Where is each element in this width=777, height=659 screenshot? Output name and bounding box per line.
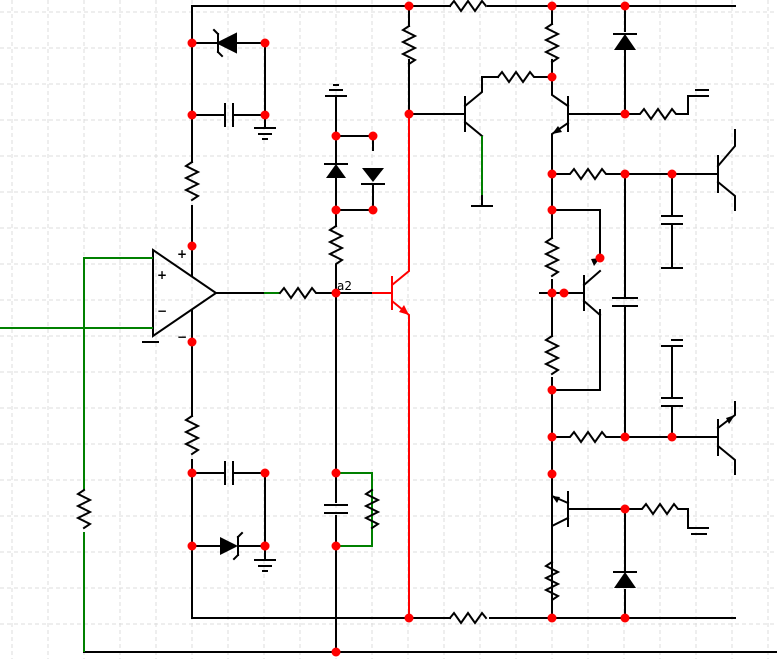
feedback-network[interactable] xyxy=(0,257,153,652)
junction-node[interactable] xyxy=(331,647,341,657)
junction-node[interactable] xyxy=(331,541,341,551)
opamp-minus-label: − xyxy=(157,304,167,318)
junction-node[interactable] xyxy=(547,1,557,11)
junction-node[interactable] xyxy=(667,169,677,179)
junction-node[interactable] xyxy=(187,241,197,251)
bottom-rail[interactable] xyxy=(83,611,777,653)
junction-node[interactable] xyxy=(547,205,557,215)
opamp-supply-column[interactable] xyxy=(183,5,276,619)
driver-top[interactable] xyxy=(408,5,709,207)
junction-node[interactable] xyxy=(187,337,197,347)
cap-top xyxy=(191,103,266,127)
driver-bottom[interactable] xyxy=(543,473,709,619)
junction-node[interactable] xyxy=(260,110,270,120)
junction-node[interactable] xyxy=(260,38,270,48)
opamp-plus-label: + xyxy=(157,268,167,282)
node-label-a2: a2 xyxy=(337,279,352,293)
junction-node[interactable] xyxy=(404,1,414,11)
vas-collector-resistor xyxy=(400,24,418,66)
junction-node[interactable] xyxy=(620,109,630,119)
junction-node[interactable] xyxy=(331,131,341,141)
vas-stage[interactable]: a2 xyxy=(278,84,385,653)
top-rail[interactable] xyxy=(191,0,736,13)
junction-node[interactable] xyxy=(260,468,270,478)
junction-node[interactable] xyxy=(260,541,270,551)
vas-cap xyxy=(324,504,348,514)
junction-node[interactable] xyxy=(331,288,341,298)
junction-node[interactable] xyxy=(667,432,677,442)
junction-node[interactable] xyxy=(547,613,557,623)
driver-resistor-top xyxy=(543,22,561,64)
junction-node[interactable] xyxy=(368,131,378,141)
junction-node[interactable] xyxy=(547,432,557,442)
junction-node[interactable] xyxy=(620,169,630,179)
bias-resistor-bottom xyxy=(543,334,561,376)
junction-nodes xyxy=(187,1,677,657)
junction-node[interactable] xyxy=(331,468,341,478)
junction-node[interactable] xyxy=(187,541,197,551)
junction-node[interactable] xyxy=(547,288,557,298)
supply-resistor-top xyxy=(183,160,201,202)
junction-node[interactable] xyxy=(187,38,197,48)
bias-column[interactable] xyxy=(539,129,736,619)
junction-node[interactable] xyxy=(368,205,378,215)
junction-node[interactable] xyxy=(595,253,605,263)
junction-node[interactable] xyxy=(187,110,197,120)
junction-node[interactable] xyxy=(620,504,630,514)
feedback-resistor xyxy=(75,488,93,530)
junction-node[interactable] xyxy=(331,205,341,215)
bias-resistor-top xyxy=(543,236,561,278)
junction-node[interactable] xyxy=(547,169,557,179)
opamp-supply-minus-label: − xyxy=(177,330,187,344)
junction-node[interactable] xyxy=(620,613,630,623)
junction-node[interactable] xyxy=(620,432,630,442)
junction-node[interactable] xyxy=(187,468,197,478)
rail-bottom-resistor xyxy=(448,611,488,625)
junction-node[interactable] xyxy=(404,613,414,623)
junction-node[interactable] xyxy=(620,1,630,11)
opamp-supply-plus-label: + xyxy=(177,247,187,261)
rail-top-resistor xyxy=(448,0,488,13)
vas-resistor xyxy=(363,488,381,530)
junction-node[interactable] xyxy=(547,469,557,479)
supply-resistor-bottom xyxy=(183,414,201,456)
opamp[interactable]: + − + − xyxy=(142,245,280,344)
junction-node[interactable] xyxy=(404,109,414,119)
vas-transistor[interactable] xyxy=(372,5,418,618)
junction-node[interactable] xyxy=(547,72,557,82)
junction-node[interactable] xyxy=(547,385,557,395)
junction-node[interactable] xyxy=(559,288,569,298)
